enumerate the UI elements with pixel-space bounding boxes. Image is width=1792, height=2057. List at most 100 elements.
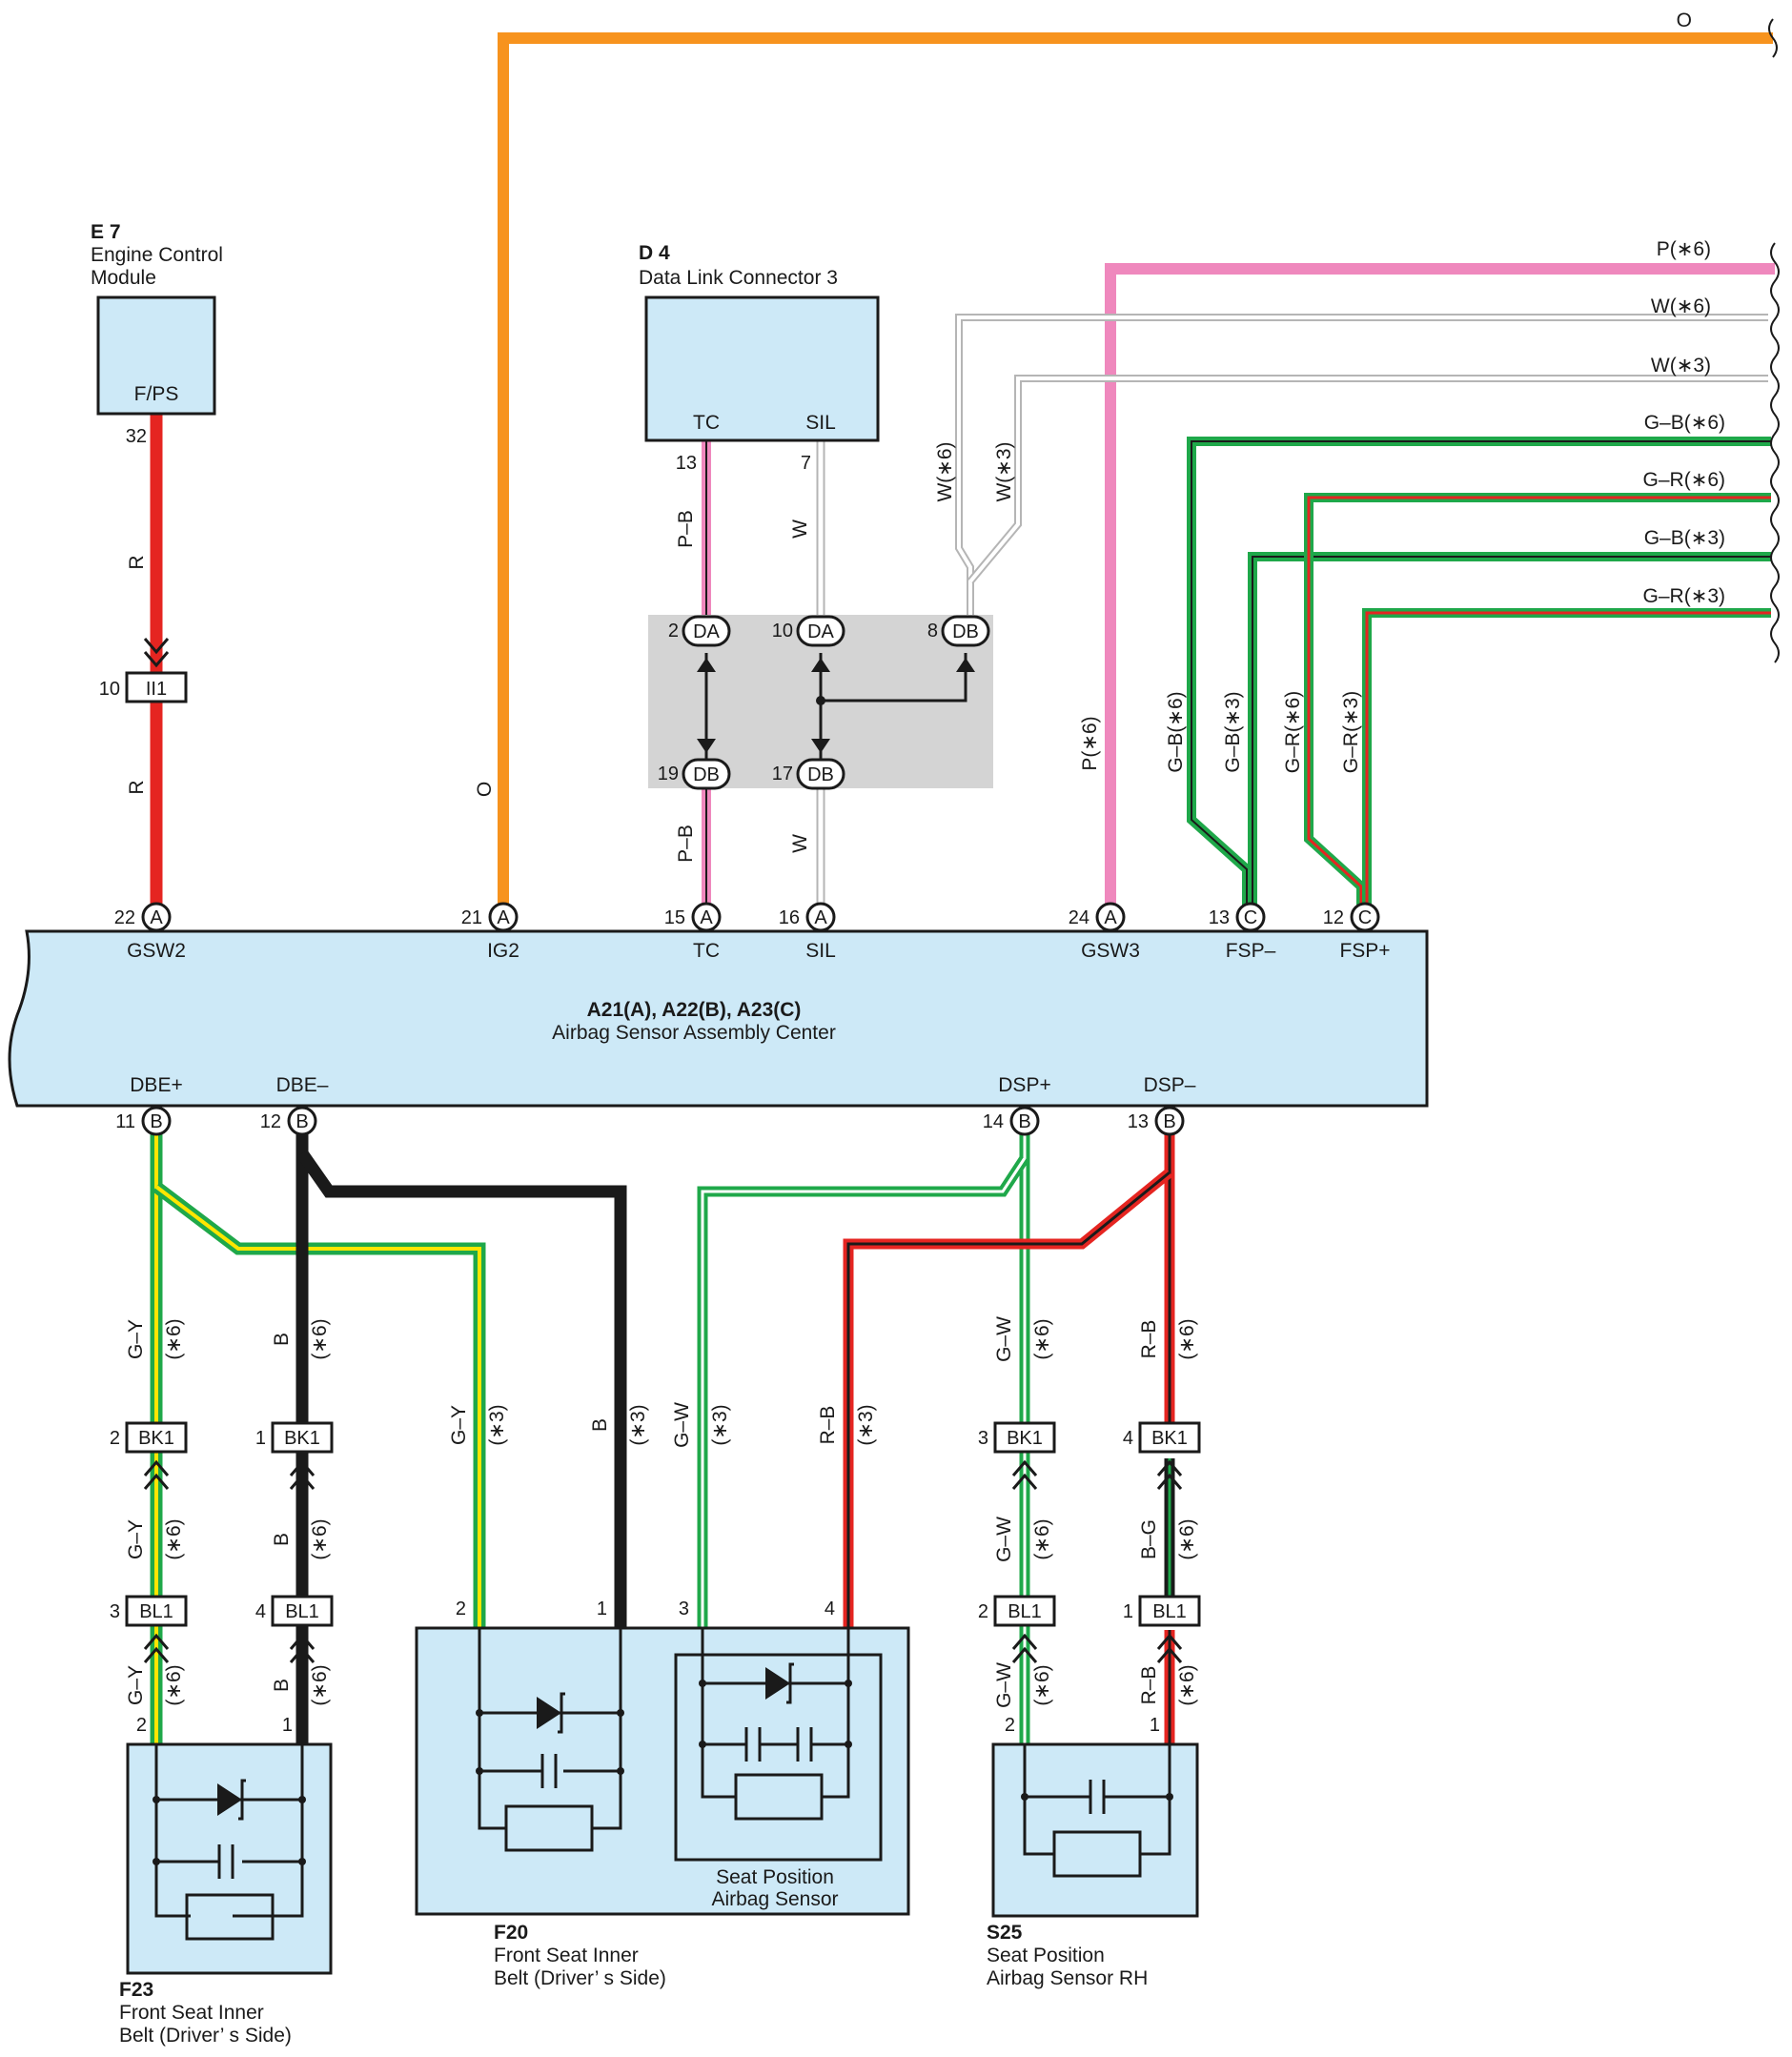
label-b-3: B (271, 1679, 293, 1692)
f20-sensor-zener-bar (786, 1662, 794, 1704)
f20-sensor-node (845, 1741, 852, 1748)
wire-gr3 (1362, 608, 1771, 917)
d4-term-tc: TC (693, 412, 720, 434)
f20-sensor-capacitors (744, 1727, 813, 1762)
right-label-w3: W(∗3) (1651, 355, 1711, 377)
wire-gsw3-pink (1105, 263, 1775, 917)
terminal-circle (141, 1106, 172, 1136)
connector-arrow (1011, 1633, 1038, 1663)
label-b-1: B (271, 1333, 293, 1346)
terminal-conn: B (1163, 1111, 1175, 1132)
d4-term-sil: SIL (805, 412, 836, 434)
bk1-connector-3: 3 BK1 (978, 1421, 1056, 1490)
terminal-conn: A (150, 907, 163, 928)
f20-sensor-node (845, 1680, 852, 1687)
label-v6-gw-1: (∗6) (1031, 1318, 1053, 1359)
f23-node (153, 1858, 160, 1865)
bl1-connectors: 3 BL1 4 BL1 2 BL1 1 BL1 (110, 1595, 1201, 1663)
terminal-pin: 11 (115, 1111, 135, 1132)
bl1-connector-1: 3 BL1 (110, 1595, 188, 1663)
connector-pin: 4 (1123, 1428, 1133, 1449)
junction-top-code-3: DB (952, 621, 979, 642)
connector-pin: 4 (255, 1601, 266, 1622)
connector-pin: 3 (110, 1601, 120, 1622)
f20-name-line2: Belt (Driver’ s Side) (494, 1967, 666, 1989)
label-w3-vertical: W(∗3) (993, 441, 1015, 501)
ii1-pin: 10 (99, 679, 120, 700)
terminal-conn: B (150, 1111, 162, 1132)
break-mark-2 (1770, 242, 1780, 663)
connector-pin: 3 (978, 1428, 988, 1449)
break-marks (1768, 18, 1780, 663)
terminal-pin: 12 (260, 1111, 281, 1132)
bl1-connector-3: 2 BL1 (978, 1595, 1056, 1663)
label-gy-f20: G–Y (448, 1405, 470, 1445)
bk1-connectors: 2 BK1 1 BK1 3 BK1 4 BK1 (110, 1421, 1201, 1490)
bottom-terminal-dbe-minus: DBE– 12 B (260, 1074, 329, 1136)
ii1-connector: 10 II1 (99, 638, 188, 703)
terminal-conn: A (814, 907, 827, 928)
wire-rb-f20-stripe (846, 1171, 1171, 1628)
e7-name-line2: Module (91, 267, 156, 289)
e7-terminal: F/PS (134, 383, 179, 405)
top-terminal-fsp-plus: 12 C FSP+ (1323, 902, 1391, 962)
terminal-name: DSP+ (998, 1074, 1050, 1096)
wire-gr6-stripe (1307, 496, 1771, 917)
d4-name: Data Link Connector 3 (639, 267, 838, 289)
top-terminal-gsw3: 24 A GSW3 (1069, 902, 1140, 962)
s25-pin-1: 2 (1005, 1715, 1015, 1736)
right-label-o: O (1677, 10, 1692, 31)
wire-ig2-orange (498, 32, 1773, 917)
terminal-pin: 14 (983, 1111, 1004, 1132)
f20-front-seat-inner-belt: 2 1 3 4 Seat Position Airbag Sensor F20 … (415, 1599, 910, 1989)
connector-code: BK1 (284, 1428, 320, 1449)
terminal-name: FSP+ (1339, 940, 1390, 962)
label-r-upper: R (126, 555, 148, 569)
junction-bottom-pin-2: 17 (772, 764, 793, 784)
airbag-sensor-box (8, 929, 1429, 1108)
label-gw-1: G–W (993, 1316, 1015, 1362)
break-mark-1 (1768, 18, 1778, 58)
label-gw-2: G–W (993, 1517, 1015, 1562)
f23-name-line1: Front Seat Inner (119, 2002, 264, 2024)
terminal-circle (691, 902, 722, 932)
wire-gw-f20-core (701, 1157, 1027, 1628)
f20-name-line1: Front Seat Inner (494, 1945, 639, 1966)
connector-box (1138, 1595, 1201, 1627)
terminal-pin: 15 (664, 907, 685, 928)
connector-code: BK1 (138, 1428, 174, 1449)
bl1-connector-4: 1 BL1 (1123, 1595, 1201, 1663)
label-b-2: B (271, 1533, 293, 1546)
f23-box (126, 1742, 333, 1975)
f23-node (298, 1858, 306, 1865)
terminal-pin: 13 (1209, 907, 1230, 928)
label-w-lower: W (789, 834, 811, 853)
wire-gb6-stripe (1191, 440, 1771, 917)
f20-node (617, 1767, 624, 1775)
top-terminal-tc: 15 A TC (664, 902, 722, 962)
terminal-name: DBE– (276, 1074, 329, 1096)
label-bg: B–G (1138, 1519, 1160, 1559)
f23-pin-2: 1 (282, 1715, 293, 1736)
junction-node (816, 696, 825, 705)
f20-node (476, 1767, 483, 1775)
label-v6-rb-3: (∗6) (1176, 1664, 1198, 1705)
label-gb6-vertical: G–B(∗6) (1165, 691, 1187, 772)
d4-pin-tc: 13 (676, 453, 697, 474)
f20-sub-name-line2: Airbag Sensor (711, 1888, 838, 1910)
s25-code: S25 (987, 1922, 1023, 1944)
terminal-pin: 12 (1323, 907, 1344, 928)
bottom-terminal-dsp-plus: DSP+ 14 B (983, 1074, 1051, 1136)
junction-block: 2 DA 10 DA 8 DB 19 DB 17 DB (648, 615, 993, 790)
f20-code: F20 (494, 1922, 528, 1944)
connector-box (125, 1595, 188, 1627)
label-v6-gy-3: (∗6) (163, 1664, 185, 1705)
junction-top-pin-3: 8 (927, 621, 938, 642)
terminal-conn: A (497, 907, 510, 928)
wire-w3-core (968, 377, 1768, 583)
label-v3-gw-f20: (∗3) (709, 1404, 731, 1445)
label-v6-rb-1: (∗6) (1176, 1318, 1198, 1359)
f20-sensor-resistor (734, 1773, 824, 1821)
wire-gr3-stripe (1365, 611, 1771, 917)
f23-front-seat-inner-belt: 2 1 F23 Front Seat Inner Belt (Driver’ s… (119, 1715, 333, 2047)
